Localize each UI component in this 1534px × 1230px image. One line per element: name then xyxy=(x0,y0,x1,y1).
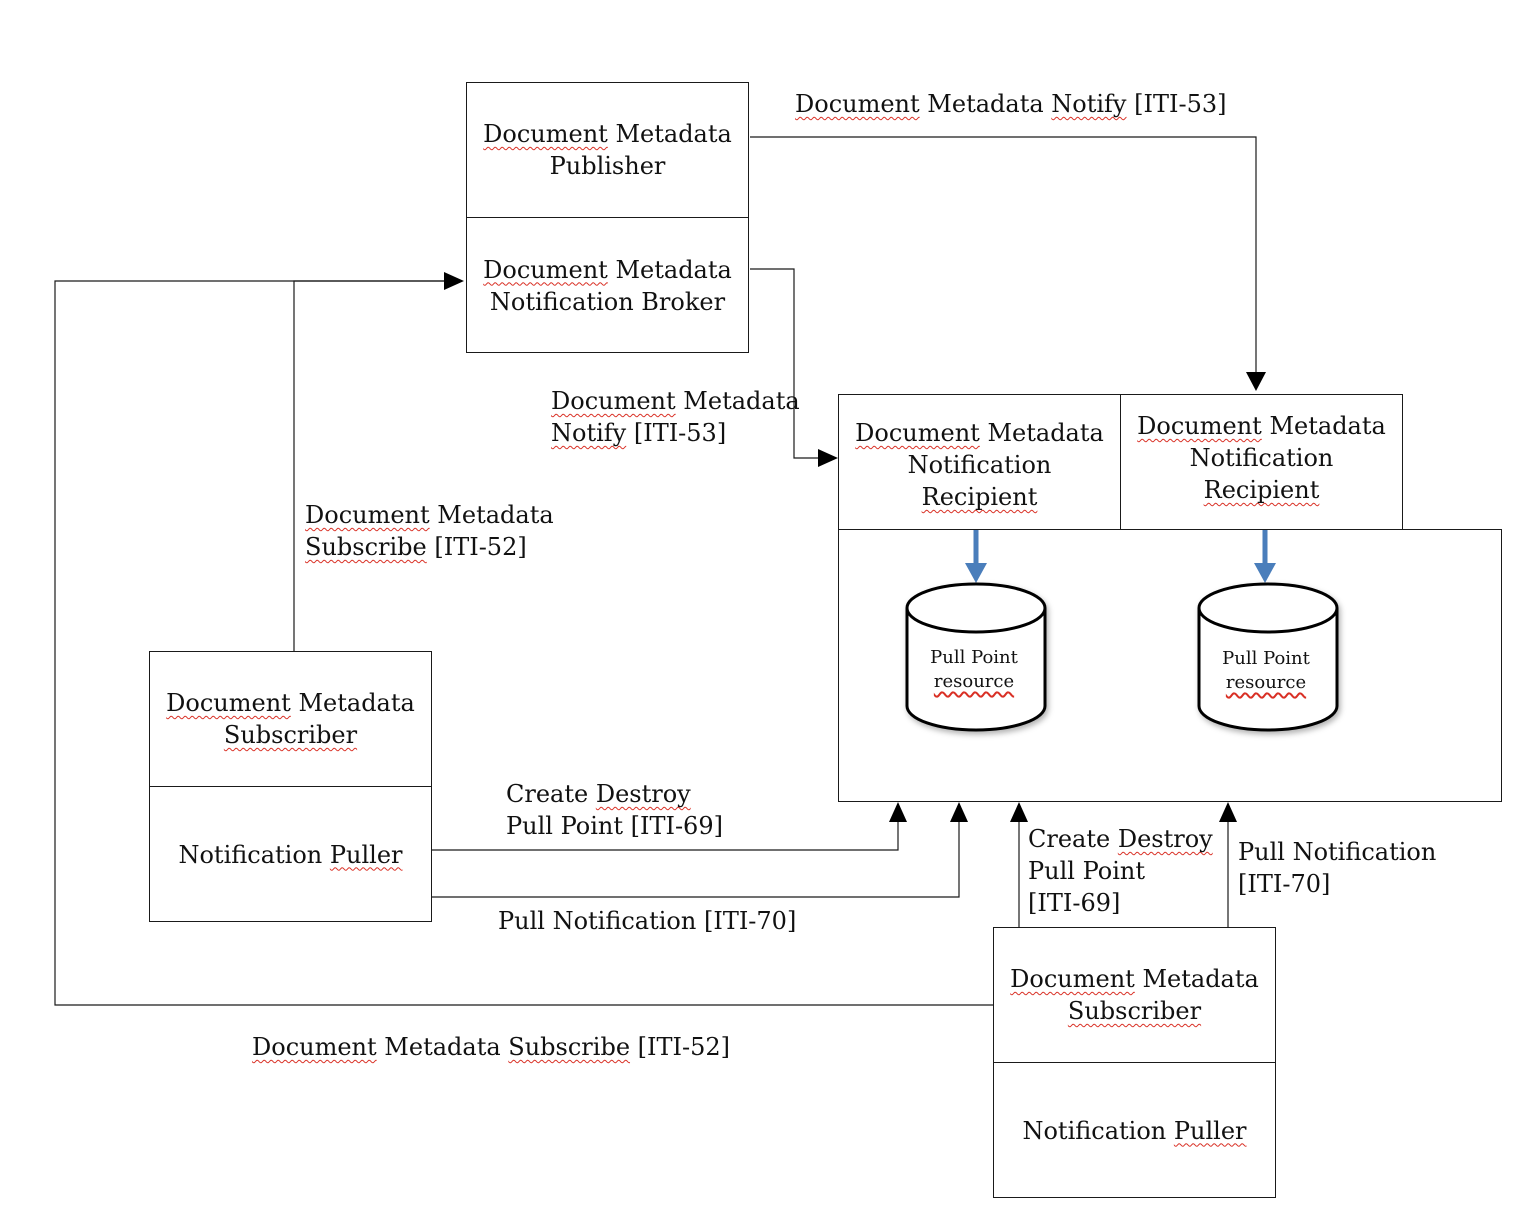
recipient-left-word-metadata: Metadata xyxy=(979,419,1104,447)
recipient-left-word-document: Document xyxy=(855,419,980,447)
subscriber-puller-left-box: Document Metadata Subscriber Notificatio… xyxy=(149,651,432,922)
label-pull-notification-right-l1: Pull Notification xyxy=(1238,838,1437,866)
label-notify-top-b: Metadata xyxy=(919,90,1052,118)
create-destroy-left-connector xyxy=(432,822,899,851)
notify-mid-arrowhead xyxy=(818,449,838,467)
label-notify-top-d: [ITI-53] xyxy=(1126,90,1227,118)
label-subscribe-mid: Document Metadata Subscribe [ITI-52] xyxy=(305,499,554,563)
publisher-word-metadata: Metadata xyxy=(607,120,732,148)
publisher-role: Publisher xyxy=(549,152,666,180)
puller-left-cell: Notification Puller xyxy=(150,787,431,922)
label-notify-mid-l2a: Notify xyxy=(551,419,627,447)
subscribe-bottom-connector xyxy=(54,280,994,1006)
publisher-cell: Document Metadata Publisher xyxy=(467,83,748,218)
broker-role: Notification Broker xyxy=(489,287,726,316)
subscriber-left-cell: Document Metadata Subscriber xyxy=(150,652,431,787)
db-left-feed-arrowhead xyxy=(965,563,987,583)
label-create-destroy-left: Create Destroy Pull Point [ITI-69] xyxy=(506,778,723,842)
recipient-left-box: Document Metadata Notification Recipient xyxy=(838,394,1121,530)
db-right-feed-arrowhead xyxy=(1254,563,1276,583)
pull-notification-left-connector xyxy=(432,822,960,898)
label-create-destroy-left-l2: Pull Point [ITI-69] xyxy=(506,812,723,840)
label-subscribe-bottom-b: Metadata xyxy=(376,1033,509,1061)
pull-point-right-line1: Pull Point xyxy=(1222,648,1310,669)
pull-point-container xyxy=(838,529,1502,802)
subscriber-right-word-document: Document xyxy=(1010,965,1135,993)
publisher-word-document: Document xyxy=(483,120,608,148)
label-subscribe-bottom: Document Metadata Subscribe [ITI-52] xyxy=(252,1031,730,1063)
notify-top-arrowhead xyxy=(1246,372,1266,391)
recipient-right-box: Document Metadata Notification Recipient xyxy=(1120,394,1403,530)
label-create-destroy-right-l3: [ITI-69] xyxy=(1028,889,1121,917)
label-subscribe-bottom-a: Document xyxy=(252,1033,377,1061)
subscribe-arrowhead xyxy=(444,272,464,290)
label-create-destroy-right-l1a: Create xyxy=(1028,825,1118,853)
puller-right-word-notification: Notification xyxy=(1022,1116,1174,1145)
pull-point-left-line1: Pull Point xyxy=(930,647,1018,668)
label-notify-mid-l1b: Metadata xyxy=(675,387,800,415)
recipient-right-word-document: Document xyxy=(1137,412,1262,440)
pull-point-label-left: Pull Point resource xyxy=(904,646,1044,694)
broker-cell: Document Metadata Notification Broker xyxy=(467,218,748,353)
subscriber-left-word-subscriber: Subscriber xyxy=(223,721,358,749)
label-create-destroy-right-l2: Pull Point xyxy=(1028,857,1145,885)
label-subscribe-mid-l2a: Subscribe xyxy=(305,533,427,561)
label-subscribe-bottom-d: [ITI-52] xyxy=(630,1033,730,1061)
create-destroy-left-arrowhead xyxy=(889,802,907,822)
create-destroy-right-arrowhead xyxy=(1010,802,1028,822)
label-notify-mid: Document Metadata Notify [ITI-53] xyxy=(551,385,800,449)
label-subscribe-mid-l2b: [ITI-52] xyxy=(426,533,527,561)
publisher-broker-box: Document Metadata Publisher Document Met… xyxy=(466,82,749,353)
label-notify-top: Document Metadata Notify [ITI-53] xyxy=(795,88,1226,120)
broker-word-document: Document xyxy=(483,255,608,284)
label-notify-top-c: Notify xyxy=(1051,90,1127,118)
notify-top-connector xyxy=(750,136,1257,372)
subscriber-right-word-metadata: Metadata xyxy=(1134,965,1259,993)
puller-right-word-puller: Puller xyxy=(1173,1116,1247,1145)
broker-word-metadata: Metadata xyxy=(607,255,732,284)
label-notify-top-a: Document xyxy=(795,90,920,118)
label-pull-notification-right: Pull Notification [ITI-70] xyxy=(1238,836,1436,900)
label-pull-notification-right-l2: [ITI-70] xyxy=(1238,870,1331,898)
subscriber-right-cell: Document Metadata Subscriber xyxy=(994,928,1275,1063)
subscriber-right-word-subscriber: Subscriber xyxy=(1067,997,1202,1025)
subscriber-left-word-document: Document xyxy=(166,689,291,717)
label-create-destroy-right-l1b: Destroy xyxy=(1117,825,1213,853)
notify-mid-connector xyxy=(750,268,818,459)
puller-right-cell: Notification Puller xyxy=(994,1063,1275,1198)
recipient-right-word-metadata: Metadata xyxy=(1261,412,1386,440)
subscriber-left-word-metadata: Metadata xyxy=(290,689,415,717)
label-subscribe-mid-l1b: Metadata xyxy=(429,501,554,529)
puller-left-word-puller: Puller xyxy=(329,840,403,869)
pull-point-database-left xyxy=(905,582,1047,732)
label-notify-mid-l1a: Document xyxy=(551,387,676,415)
label-pull-notification-left: Pull Notification [ITI-70] xyxy=(498,905,796,937)
puller-left-word-notification: Notification xyxy=(178,840,330,869)
recipient-left-word-recipient: Recipient xyxy=(921,483,1038,511)
label-subscribe-mid-l1a: Document xyxy=(305,501,430,529)
label-subscribe-bottom-c: Subscribe xyxy=(508,1033,631,1061)
pull-point-right-line2: resource xyxy=(1225,672,1307,693)
pull-point-label-right: Pull Point resource xyxy=(1196,647,1336,695)
recipient-right-word-notification: Notification xyxy=(1189,444,1334,472)
recipient-right-word-recipient: Recipient xyxy=(1203,476,1320,504)
recipient-left-word-notification: Notification xyxy=(907,451,1052,479)
subscribe-left-connector xyxy=(293,280,444,651)
pull-notification-left-arrowhead xyxy=(950,802,968,822)
label-notify-mid-l2b: [ITI-53] xyxy=(626,419,727,447)
pull-point-left-line2: resource xyxy=(933,671,1015,692)
label-create-destroy-left-l1b: Destroy xyxy=(595,780,691,808)
label-pull-notification-left-text: Pull Notification [ITI-70] xyxy=(498,907,797,935)
subscriber-puller-right-box: Document Metadata Subscriber Notificatio… xyxy=(993,927,1276,1198)
pull-notification-right-arrowhead xyxy=(1219,802,1237,822)
label-create-destroy-left-l1a: Create xyxy=(506,780,596,808)
label-create-destroy-right: Create Destroy Pull Point [ITI-69] xyxy=(1028,823,1213,919)
pull-point-database-right xyxy=(1197,582,1339,732)
